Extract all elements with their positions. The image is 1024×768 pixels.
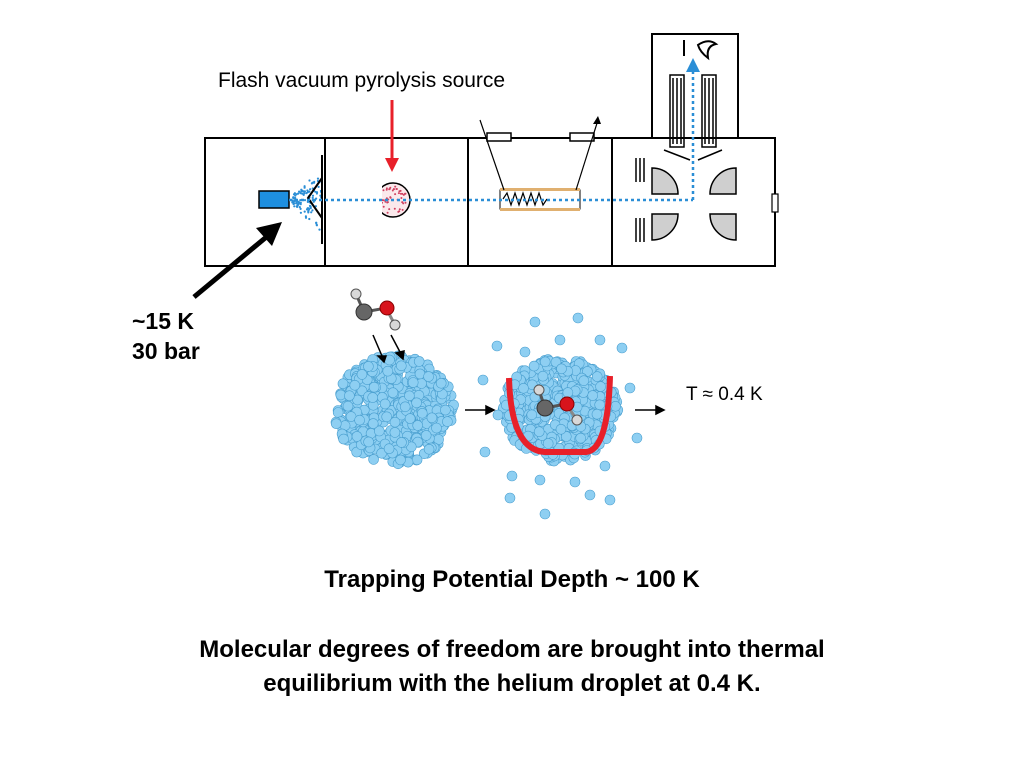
nozzle-icon: [258, 190, 290, 209]
helium-droplet-icon: [330, 350, 459, 470]
conditions-label: ~15 K 30 bar: [132, 306, 200, 366]
conditions-arrow: [192, 222, 282, 299]
flange: [771, 193, 779, 213]
doped-helium-droplet-icon: [497, 354, 624, 467]
embedded-molecule-icon: [533, 384, 583, 426]
equilibrium-caption-line-2: equilibrium with the helium droplet at 0…: [263, 670, 761, 697]
detector-icon: [683, 40, 719, 61]
evaporated-helium-atoms: [477, 312, 643, 520]
temperature-label: ~15 K: [132, 308, 195, 334]
trapping-caption: Trapping Potential Depth ~ 100 K: [324, 566, 700, 593]
pickup-cell-icon: [479, 116, 601, 211]
molecular-beam: [289, 58, 700, 202]
pressure-label: 30 bar: [132, 338, 200, 364]
equilibrium-caption: Molecular degrees of freedom are brought…: [0, 633, 1024, 701]
equilibrium-caption-line-1: Molecular degrees of freedom are brought…: [199, 636, 825, 663]
process-arrows: [372, 334, 666, 416]
droplet-temperature-label: T ≈ 0.4 K: [686, 384, 763, 405]
quadrupole-bender-icon: [651, 167, 737, 241]
ion-lens-stack: [635, 74, 723, 242]
molecule-icon: [350, 288, 401, 331]
expansion-spray: [291, 177, 323, 231]
source-label: Flash vacuum pyrolysis source: [218, 69, 506, 92]
potential-well-icon: [506, 375, 613, 455]
source-arrow: [385, 100, 399, 172]
